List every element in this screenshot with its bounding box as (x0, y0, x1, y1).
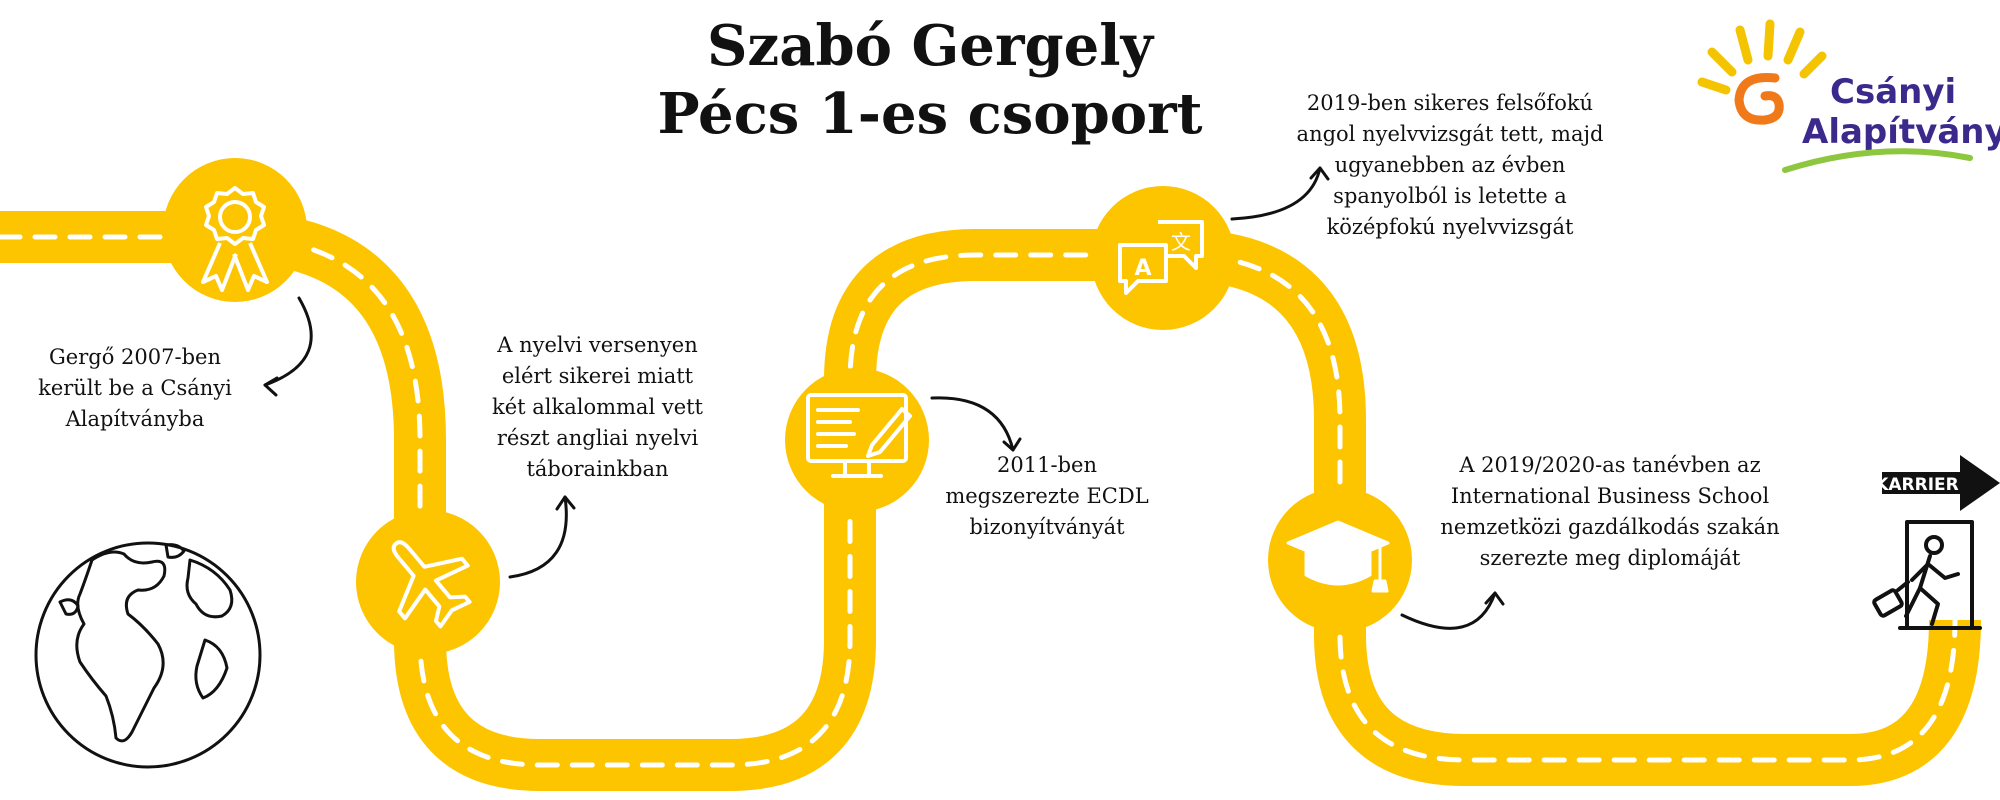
milestone-computer (785, 368, 929, 512)
milestone-airplane (356, 510, 500, 654)
karrier-sign: KARRIER (1875, 455, 2000, 511)
caption-milestone-5: A 2019/2020-as tanévben az International… (1440, 453, 1780, 570)
caption-milestone-2: A nyelvi versenyen elért sikerei miatt k… (491, 333, 703, 481)
computer-certificate-icon (806, 393, 912, 478)
svg-text:A: A (1134, 256, 1151, 281)
connector-arrows (263, 166, 1505, 630)
svg-text:文: 文 (1171, 230, 1191, 254)
title-name: Szabó Gergely (706, 13, 1154, 79)
arrow-curve-1 (263, 296, 313, 387)
milestone-translate: A 文 (1091, 186, 1235, 330)
arrow-head-2 (555, 495, 576, 511)
milestone-circle (356, 510, 500, 654)
logo-line-2: Alapítvány (1802, 112, 2000, 152)
logo-swoosh (1782, 148, 1973, 173)
karrier-label: KARRIER (1875, 475, 1959, 495)
arrow-head-5 (1484, 591, 1505, 606)
page-title: Szabó Gergely Pécs 1-es csoport (560, 12, 1300, 148)
globe-icon (34, 541, 262, 769)
sun-icon (1697, 19, 1827, 95)
arrow-curve-3 (930, 396, 1015, 452)
exit-door-traveler-icon (1872, 520, 1982, 630)
translate-speech-icon: A 文 (1118, 220, 1204, 295)
logo-line-1: Csányi (1830, 72, 1956, 112)
milestone-circle (1091, 186, 1235, 330)
airplane-icon (391, 540, 472, 629)
award-ribbon-icon (201, 186, 269, 292)
caption-milestone-1: Gergő 2007-ben került be a Csányi Alapít… (38, 345, 232, 431)
graduation-cap-icon (1286, 520, 1390, 593)
arrow-curve-2 (508, 495, 568, 579)
arrow-head-3 (1002, 437, 1022, 452)
arrow-curve-4 (1230, 166, 1322, 221)
caption-milestone-4: 2019-ben sikeres felsőfokú angol nyelvvi… (1296, 91, 1604, 239)
milestone-graduation (1268, 488, 1412, 632)
arrow-curve-5 (1400, 591, 1497, 630)
milestone-circle (785, 368, 929, 512)
arrow-head-4 (1309, 166, 1330, 181)
karrier-arrow-shape (1882, 455, 2000, 511)
caption-milestone-3: 2011-ben megszerezte ECDL bizonyítványát (945, 453, 1149, 539)
csanyi-logo: Csányi Alapítvány (1697, 19, 2000, 173)
arrow-head-1 (263, 376, 279, 397)
title-group: Pécs 1-es csoport (657, 81, 1203, 147)
milestone-award (163, 158, 307, 302)
swirl-icon (1734, 72, 1784, 125)
